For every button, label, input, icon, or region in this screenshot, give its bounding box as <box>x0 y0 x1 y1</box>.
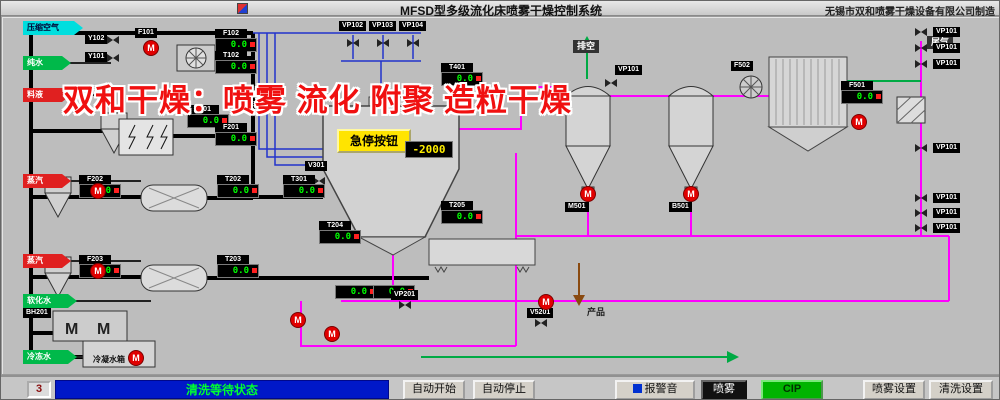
tag-y101: Y101 <box>85 52 108 62</box>
product-label: 产品 <box>587 307 606 317</box>
pump-bottom-1[interactable]: M <box>290 312 306 328</box>
auto-start-button[interactable]: 自动开始 <box>403 380 465 399</box>
tag-vp101-4: VP101 <box>933 143 961 153</box>
vent-label: 排空 <box>573 40 600 53</box>
tag-v5201: V5201 <box>527 308 554 318</box>
stream-steam-2: 蒸汽 <box>23 254 71 268</box>
alarm-indicator <box>370 289 375 294</box>
display-t205: T205 0.0 <box>441 201 483 224</box>
app-icon <box>237 3 248 14</box>
tag-vp103: VP103 <box>369 21 397 31</box>
spray-button[interactable]: 喷雾 <box>701 380 747 399</box>
tag-vp102: VP102 <box>339 21 367 31</box>
pump-discharge[interactable]: M <box>538 294 554 310</box>
motor-exhaust[interactable]: M <box>851 114 867 130</box>
emergency-stop-button[interactable]: 急停按钮 <box>337 129 411 153</box>
display-t301: T301 0.0 <box>283 175 325 198</box>
display-t204: T204 0.0 <box>319 221 361 244</box>
tag-vp201: VP201 <box>391 290 419 300</box>
display-f201: F201 0.0 <box>215 123 257 146</box>
display-f501: F501 0.0 <box>841 81 883 104</box>
stream-pure-water: 纯水 <box>23 56 71 70</box>
tag-vp104: VP104 <box>399 21 427 31</box>
display-t202: T202 0.0 <box>217 175 259 198</box>
motor-cyclone-b[interactable]: M <box>683 186 699 202</box>
tag-vp101-vent: VP101 <box>615 65 643 75</box>
company-label: 无锡市双和喷雾干燥设备有限公司制造 <box>825 7 995 18</box>
pump-mid-2[interactable]: M <box>90 263 106 279</box>
stream-feed-liquid: 料液 <box>23 88 71 102</box>
motor-cyclone-a[interactable]: M <box>580 186 596 202</box>
pump-bottom-2[interactable]: M <box>324 326 340 342</box>
chamber-pressure-display: -2000 <box>405 141 453 158</box>
cip-button[interactable]: CIP <box>761 380 823 399</box>
tag-vp101-1: VP101 <box>933 27 961 37</box>
stream-soft-water: 软化水 <box>23 294 77 308</box>
auto-stop-button[interactable]: 自动停止 <box>473 380 535 399</box>
pump-f101[interactable]: M <box>143 40 159 56</box>
page-title: MFSD型多级流化床喷雾干燥控制系统 <box>400 4 602 18</box>
clean-settings-button[interactable]: 清洗设置 <box>929 380 993 399</box>
stream-steam-1: 蒸汽 <box>23 174 71 188</box>
spray-settings-button[interactable]: 喷雾设置 <box>863 380 925 399</box>
mute-alarm-label: 报警音 <box>644 383 678 395</box>
status-banner: 清洗等待状态 <box>55 380 389 399</box>
alarm-indicator <box>354 234 359 239</box>
stream-chilled-water: 冷冻水 <box>23 350 77 364</box>
speaker-icon <box>632 384 642 393</box>
alarm-indicator <box>876 94 881 99</box>
display-f102: F102 0.0 <box>215 29 257 52</box>
condensate-tank-label: 冷凝水箱 <box>93 355 125 364</box>
display-bed-1: 0.0 <box>335 285 377 299</box>
tag-vp101-6: VP101 <box>933 208 961 218</box>
bottom-control-bar: 3 清洗等待状态 自动开始 自动停止 报警音 喷雾 CIP 喷雾设置 清洗设置 <box>1 375 999 399</box>
tag-b501: B501 <box>669 202 692 212</box>
tag-vp101-5: VP101 <box>933 193 961 203</box>
alarm-indicator <box>318 188 323 193</box>
display-t401: T401 0.0 <box>441 63 483 86</box>
tag-bh201: BH201 <box>23 308 51 318</box>
alarm-indicator <box>252 268 257 273</box>
process-diagram <box>1 16 999 375</box>
display-t203: T203 0.0 <box>217 255 259 278</box>
tag-y102: Y102 <box>85 34 108 44</box>
display-t102: T102 0.0 <box>215 51 257 74</box>
tag-m501: M501 <box>565 202 589 212</box>
title-bar: MFSD型多级流化床喷雾干燥控制系统 无锡市双和喷雾干燥设备有限公司制造 <box>1 1 999 18</box>
tag-v301: V301 <box>305 161 328 171</box>
pump-condensate[interactable]: M <box>128 350 144 366</box>
watermark-text: 双和干燥：喷雾 流化 附聚 造粒干燥 <box>63 83 572 118</box>
step-counter: 3 <box>27 381 51 398</box>
alarm-indicator <box>222 118 227 123</box>
alarm-indicator <box>252 188 257 193</box>
alarm-indicator <box>114 188 119 193</box>
pump-mid-1[interactable]: M <box>90 183 106 199</box>
alarm-indicator <box>114 268 119 273</box>
alarm-indicator <box>476 76 481 81</box>
tag-vp101-3: VP101 <box>933 59 961 69</box>
tag-vp101-2: VP101 <box>933 43 961 53</box>
alarm-indicator <box>250 64 255 69</box>
tag-f502: F502 <box>731 61 753 71</box>
alarm-indicator <box>250 42 255 47</box>
alarm-indicator <box>250 136 255 141</box>
stream-compressed-air: 压缩空气 <box>23 21 83 35</box>
alarm-indicator <box>476 214 481 219</box>
mute-alarm-button[interactable]: 报警音 <box>615 380 695 399</box>
tag-f101: F101 <box>135 28 157 38</box>
tag-vp101-7: VP101 <box>933 223 961 233</box>
